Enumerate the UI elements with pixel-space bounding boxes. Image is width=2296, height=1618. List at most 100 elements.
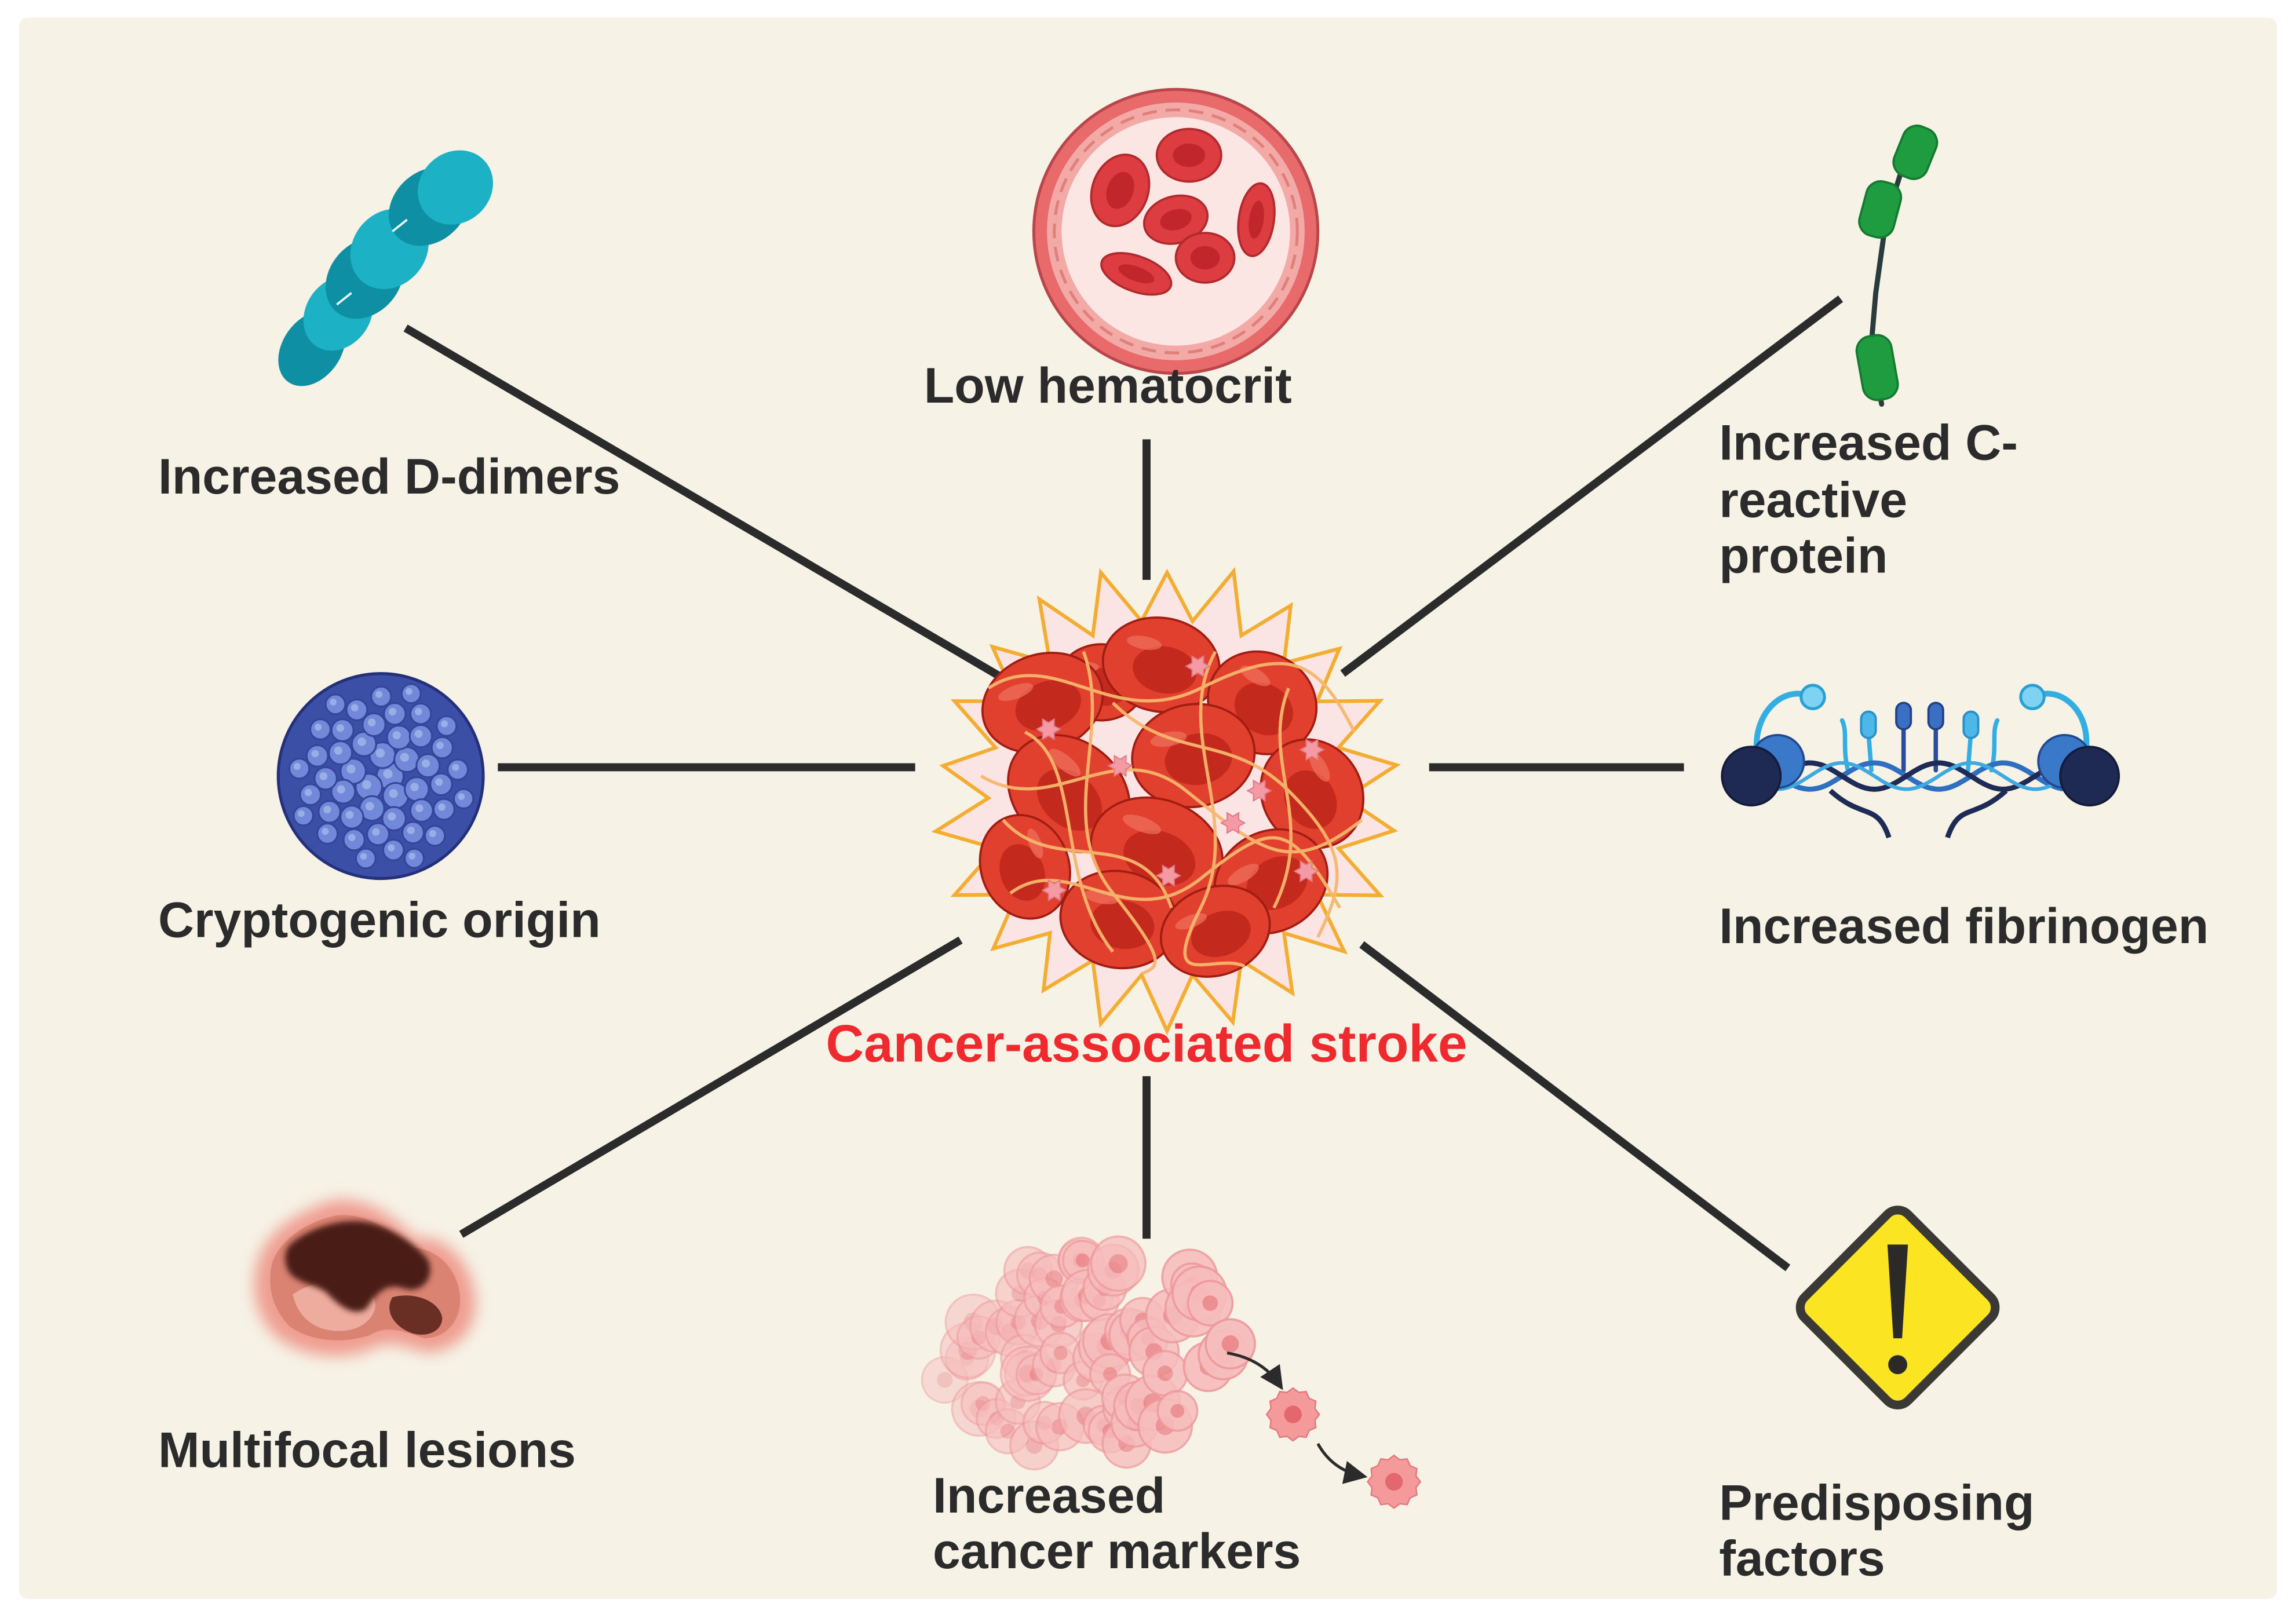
surface-bump-highlight [429,830,436,838]
fibrinogen-coiled-coils [1776,760,2064,792]
fibrinogen-lower-strand [1828,788,1892,839]
fibrin-strand [1183,651,1246,968]
surface-bump-highlight [410,783,419,791]
fibrin-strand [1272,687,1293,909]
red-blood-cell-highlight [1228,864,1259,885]
red-blood-cell-highlight [1240,665,1271,686]
surface-bump-highlight [330,699,337,706]
surface-bump-highlight [438,803,446,811]
fibrin-strand [1024,731,1115,953]
surface-bump-highlight [375,748,385,758]
tumor-cell [1142,1350,1189,1397]
label-c-reactive-protein-line2: reactive [1719,472,1907,528]
migration-arrow [1316,1442,1368,1484]
surface-bump-highlight [407,826,415,834]
surface-bump-highlight [452,764,459,771]
fibrin-strand [1009,836,1341,909]
exclamation-bar [1887,1244,1908,1339]
platelet [1299,738,1325,761]
surface-bump-highlight [388,844,395,852]
red-blood-cell [1101,616,1221,714]
d-dimer-lobe [418,150,493,225]
surface-bump-highlight [372,828,380,836]
surface-bump-highlight [414,730,423,738]
surface-bump-highlight [389,789,398,798]
tumor-cell-nucleus [1202,1295,1218,1311]
fibrinogen-d-domain [2059,746,2120,807]
fibrinogen-molecule-icon [1721,684,2120,839]
center-label: Cancer-associated stroke [826,1014,1467,1073]
tumor-cell-nucleus [1045,1270,1063,1288]
platelet [1293,860,1319,883]
crp-subunit [1892,125,1939,180]
label-multifocal-lesions: Multifocal lesions [158,1423,576,1478]
fibrinogen-d-domain [1721,746,1782,807]
surface-bump-highlight [383,769,393,779]
platelet [1185,655,1211,678]
surface-bump-highlight [322,828,329,835]
d-dimer-gap [392,218,408,232]
circulating-tumor-cell-nucleus [1385,1473,1403,1491]
circulating-tumor-cell-nucleus [1284,1405,1302,1423]
circulating-tumor-cells [1265,1387,1422,1509]
red-blood-cell-center [1160,209,1192,231]
platelet [1035,718,1061,741]
surface-bump-highlight [346,764,356,774]
clot-fibrin-strands [980,651,1363,976]
red-blood-cell-center [1015,680,1081,731]
label-predisposing-line2: factors [1719,1531,1885,1587]
tumor-cell [1187,1280,1234,1327]
label-fibrinogen: Increased fibrinogen [1719,899,2209,954]
tumor-cell [1039,1332,1082,1375]
particle-surface-bumps [288,683,474,870]
red-blood-cells [1090,127,1276,296]
tumor-cell [1204,1318,1256,1370]
surface-bump-highlight [336,724,344,732]
red-blood-cell-highlight [998,683,1034,702]
label-d-dimers: Increased D-dimers [158,449,620,505]
platelet [1155,864,1182,887]
surface-bump-highlight [415,804,424,813]
d-dimer-molecule-icon [278,150,493,386]
connector-predisposing [1359,941,1791,1272]
red-blood-cell-center [1191,911,1251,958]
surface-bump-highlight [304,788,312,797]
tumor-cell-nucleus [1170,1404,1185,1418]
red-blood-cell-center [1165,733,1232,786]
red-blood-cell-center [1123,830,1196,886]
lesion-core [285,1221,430,1312]
red-blood-cell-center [1090,900,1155,949]
surface-bump-highlight [375,691,383,698]
platelet [1220,812,1246,834]
migration-arrow [1227,1351,1283,1390]
connector-lines [403,295,1844,1272]
surface-bump-highlight [311,750,319,758]
tumor-cell [1090,1235,1147,1292]
surface-bump-highlight [421,759,430,768]
surface-bump-highlight [293,762,301,770]
label-cancer-markers-line2: cancer markers [933,1524,1301,1579]
label-c-reactive-protein-line1: Increased C- [1719,415,2018,471]
surface-bump-highlight [458,793,465,800]
fibrin-strand [987,662,1356,733]
spherical-particle-icon [276,672,485,881]
vessel-endothelium [1053,108,1299,355]
surface-bump-highlight [348,834,356,842]
d-dimer-gap [336,292,352,306]
surface-bump-highlight [400,753,409,762]
exclamation-dot [1888,1355,1907,1375]
tumor-cell [1156,1390,1199,1432]
tumor-cell-nucleus [1053,1346,1068,1360]
fibrinogen-central-stalks [1839,702,2000,773]
fibrinogen-arm-tip [1799,684,1826,710]
surface-bump-highlight [367,718,376,726]
surface-bump-highlight [360,853,367,860]
red-blood-cell-highlight [1122,815,1161,834]
surface-bump-highlight [406,688,413,695]
feature-labels: Increased D-dimers Low hematocrit Increa… [158,358,2209,1586]
warning-sign-icon [1795,1206,2000,1409]
surface-bump-highlight [337,785,345,794]
surface-bump-highlight [436,742,444,750]
stalk-tip [1860,710,1877,739]
